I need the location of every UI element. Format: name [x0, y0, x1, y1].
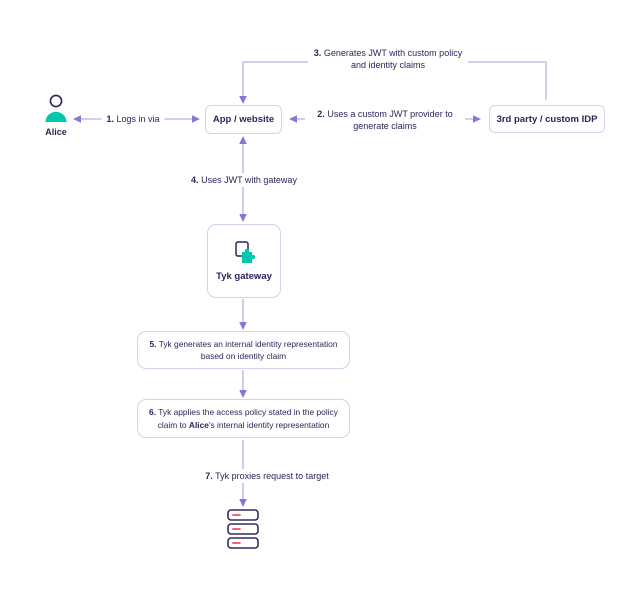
arrowhead-down — [239, 499, 247, 507]
edge-label-step4: 4. Uses JWT with gateway — [186, 172, 302, 188]
alice-label: Alice — [45, 126, 67, 137]
arrowhead-right — [473, 115, 481, 123]
arrowhead-down — [239, 214, 247, 222]
server-stack-icon — [225, 508, 261, 550]
person-icon — [42, 92, 70, 124]
edge-label-step7: 7. Tyk proxies request to target — [200, 468, 334, 484]
arrowhead-down — [239, 96, 247, 104]
puzzle-icon — [232, 240, 256, 266]
tyk-gateway-node: Tyk gateway — [207, 224, 281, 298]
step6-text: 6. Tyk applies the access policy stated … — [149, 407, 338, 430]
idp-node: 3rd party / custom IDP — [489, 105, 605, 133]
edge-label-step2: 2. Uses a custom JWT provider to generat… — [305, 106, 465, 134]
edge-gateway-step5 — [239, 299, 247, 330]
arrowhead-down — [239, 322, 247, 330]
idp-label: 3rd party / custom IDP — [496, 113, 598, 125]
arrowhead-left — [289, 115, 297, 123]
arrowhead-up — [239, 136, 247, 144]
arrowhead-down — [239, 390, 247, 398]
arrowhead-left — [73, 115, 81, 123]
step5-text: 5. Tyk generates an internal identity re… — [149, 338, 338, 361]
tyk-gateway-label: Tyk gateway — [216, 271, 272, 282]
app-website-label: App / website — [212, 114, 275, 125]
step6-box: 6. Tyk applies the access policy stated … — [137, 399, 350, 438]
edge-label-step3: 3. Generates JWT with custom policy and … — [308, 45, 468, 73]
step5-box: 5. Tyk generates an internal identity re… — [137, 331, 350, 369]
arrowhead-right — [192, 115, 200, 123]
edge-label-step1: 1. Logs in via — [101, 111, 165, 127]
edge-step5-step6 — [239, 370, 247, 398]
app-website-node: App / website — [205, 105, 282, 134]
